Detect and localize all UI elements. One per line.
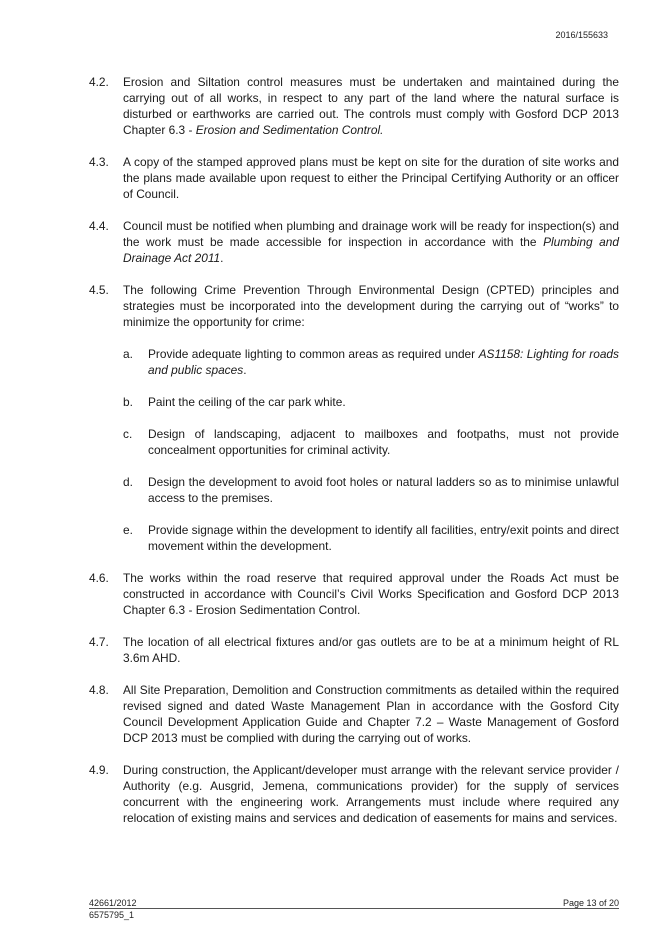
clause-text-tail: . <box>220 251 224 265</box>
cpted-list: a. Provide adequate lighting to common a… <box>123 346 619 554</box>
list-item-text: Provide adequate lighting to common area… <box>148 347 479 361</box>
clause-4-7: 4.7. The location of all electrical fixt… <box>89 634 619 666</box>
list-item-letter: e. <box>123 523 133 537</box>
clause-italic-text: Erosion and Sedimentation Control. <box>195 123 384 137</box>
list-item-text: Paint the ceiling of the car park white. <box>148 395 346 409</box>
clause-text: During construction, the Applicant/devel… <box>123 763 619 825</box>
list-item-e: e. Provide signage within the developmen… <box>123 522 619 554</box>
clause-number: 4.8. <box>89 683 109 697</box>
list-item-c: c. Design of landscaping, adjacent to ma… <box>123 426 619 458</box>
clause-text: A copy of the stamped approved plans mus… <box>123 155 619 201</box>
list-item-text: Design the development to avoid foot hol… <box>148 475 619 505</box>
document-id: 6575795_1 <box>89 910 135 920</box>
clause-number: 4.6. <box>89 571 109 585</box>
document-reference-number: 2016/155633 <box>555 30 608 40</box>
clause-4-2: 4.2. Erosion and Siltation control measu… <box>89 74 619 138</box>
list-item-letter: a. <box>123 347 133 361</box>
clause-number: 4.3. <box>89 155 109 169</box>
list-item-italic-text: AS1158: Lighting for roads and public sp… <box>148 347 619 377</box>
clause-text: Erosion and Siltation control measures m… <box>123 75 619 137</box>
clause-4-8: 4.8. All Site Preparation, Demolition an… <box>89 682 619 746</box>
list-item-a: a. Provide adequate lighting to common a… <box>123 346 619 378</box>
list-item-text-tail: . <box>243 363 247 377</box>
list-item-text: Provide signage within the development t… <box>148 523 619 553</box>
clause-number: 4.9. <box>89 763 109 777</box>
list-item-d: d. Design the development to avoid foot … <box>123 474 619 506</box>
clause-text: Council must be notified when plumbing a… <box>123 219 619 249</box>
list-item-letter: c. <box>123 427 133 441</box>
clause-4-4: 4.4. Council must be notified when plumb… <box>89 218 619 266</box>
list-item-letter: d. <box>123 475 133 489</box>
clause-4-9: 4.9. During construction, the Applicant/… <box>89 762 619 826</box>
clause-number: 4.5. <box>89 283 109 297</box>
clause-4-3: 4.3. A copy of the stamped approved plan… <box>89 154 619 202</box>
file-number: 42661/2012 <box>89 898 137 908</box>
list-item-letter: b. <box>123 395 133 409</box>
list-item-b: b. Paint the ceiling of the car park whi… <box>123 394 619 410</box>
clause-number: 4.4. <box>89 219 109 233</box>
list-item-text: Design of landscaping, adjacent to mailb… <box>148 427 619 457</box>
conditions-body: 4.2. Erosion and Siltation control measu… <box>89 74 619 842</box>
clause-text: The works within the road reserve that r… <box>123 571 619 617</box>
clause-text: All Site Preparation, Demolition and Con… <box>123 683 619 745</box>
page-number: Page 13 of 20 <box>562 898 619 908</box>
clause-number: 4.7. <box>89 635 109 649</box>
clause-text: The following Crime Prevention Through E… <box>123 283 619 329</box>
footer-divider <box>89 908 619 909</box>
clause-text: The location of all electrical fixtures … <box>123 635 619 665</box>
clause-4-5: 4.5. The following Crime Prevention Thro… <box>89 282 619 554</box>
clause-number: 4.2. <box>89 75 109 89</box>
clause-4-6: 4.6. The works within the road reserve t… <box>89 570 619 618</box>
clause-italic-text: Plumbing and Drainage Act 2011 <box>123 235 620 265</box>
